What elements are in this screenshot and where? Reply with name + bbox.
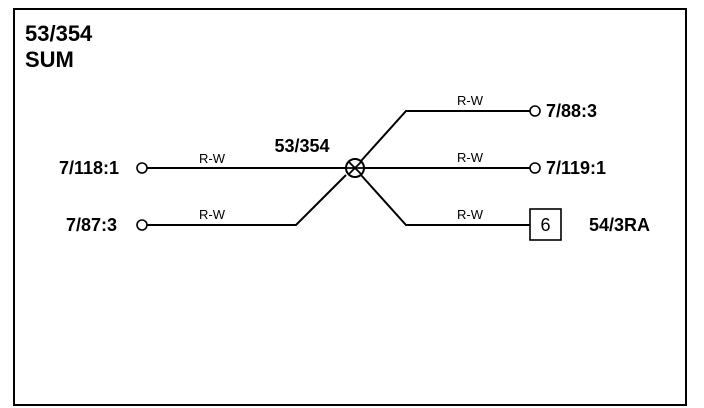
terminal-left-top [136, 162, 148, 174]
wire-right-bottom [360, 174, 530, 226]
terminal-left-bottom [136, 219, 148, 231]
connector-label-left-bottom: 7/87:3 [66, 215, 117, 235]
wire-color-left-bottom: R-W [199, 207, 226, 222]
connector-pin-number: 6 [540, 215, 550, 235]
connector-pin-box [529, 208, 562, 241]
connector-label-right-top: 7/88:3 [546, 101, 597, 121]
diagram-title-id: 53/354 [25, 21, 93, 46]
wire-color-right-top: R-W [457, 93, 484, 108]
wire-color-right-middle: R-W [457, 150, 484, 165]
connector-label-box: 54/3RA [589, 215, 650, 235]
terminal-right-top [529, 105, 541, 117]
wire-color-left-top: R-W [199, 151, 226, 166]
diagram-frame [13, 8, 687, 406]
connector-label-right-middle: 7/119:1 [546, 158, 606, 178]
wire-right-top [360, 110, 530, 162]
connector-label-left-top: 7/118:1 [59, 158, 119, 178]
splice-label: 53/354 [274, 136, 329, 156]
splice-symbol [345, 158, 365, 178]
wire-left-bottom [147, 174, 347, 226]
terminal-right-middle [529, 162, 541, 174]
wire-color-right-bottom: R-W [457, 207, 484, 222]
diagram-title-type: SUM [25, 47, 74, 72]
